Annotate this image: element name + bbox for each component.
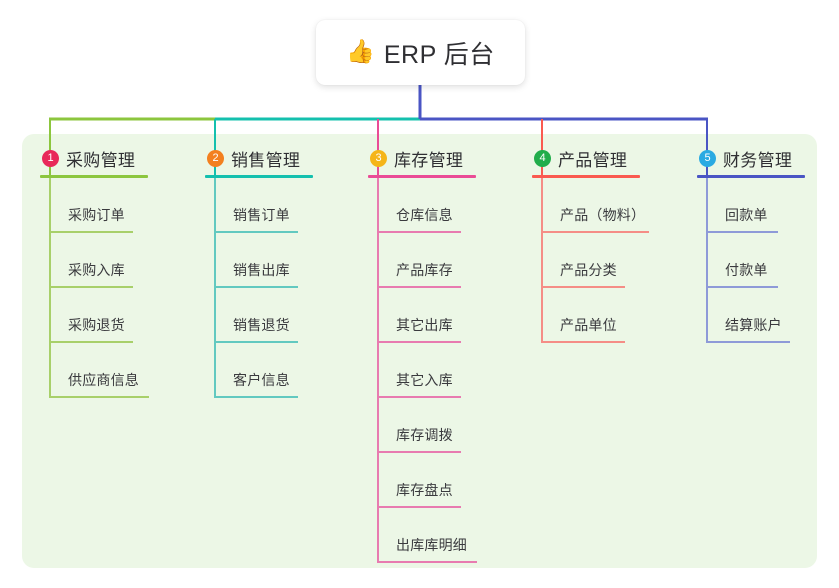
branch-title: 库存管理 bbox=[394, 150, 464, 170]
branch-item-stem bbox=[214, 178, 216, 233]
branch-header-1[interactable]: 1 采购管理 bbox=[40, 146, 135, 170]
branch-item-rule bbox=[706, 341, 790, 343]
branch-item-rule bbox=[377, 231, 461, 233]
branch-number-badge: 3 bbox=[370, 149, 387, 167]
branch-item-rule bbox=[541, 341, 625, 343]
branch-item-rule bbox=[214, 231, 298, 233]
branch-item-label: 采购退货 bbox=[68, 317, 125, 333]
branch-item-stem bbox=[706, 178, 708, 233]
branch-item-label: 销售出库 bbox=[233, 262, 290, 278]
branch-item-rule bbox=[541, 286, 625, 288]
root-node[interactable]: 👍 ERP 后台 bbox=[316, 20, 525, 85]
branch-header-rule bbox=[40, 175, 148, 178]
branch-number-badge: 5 bbox=[699, 149, 716, 167]
branch-item-stem bbox=[541, 233, 543, 288]
branch-item-label: 付款单 bbox=[725, 262, 768, 278]
branch-item-label: 销售退货 bbox=[233, 317, 290, 333]
branch-number-badge: 4 bbox=[534, 149, 551, 167]
branch-title: 产品管理 bbox=[558, 150, 628, 170]
branch-item-label: 产品库存 bbox=[396, 262, 453, 278]
branch-item-stem bbox=[541, 178, 543, 233]
branch-number-badge: 1 bbox=[42, 149, 59, 167]
branch-column-1: 1 采购管理采购订单采购入库采购退货供应商信息 bbox=[40, 146, 149, 398]
branch-item-stem bbox=[377, 508, 379, 563]
branch-item-rule bbox=[377, 561, 477, 563]
branch-item-rule bbox=[214, 341, 298, 343]
branch-item-label: 结算账户 bbox=[725, 317, 782, 333]
branch-item-label: 其它出库 bbox=[396, 317, 453, 333]
branch-title: 采购管理 bbox=[66, 150, 136, 170]
branch-header-rule bbox=[205, 175, 313, 178]
branch-item-rule bbox=[377, 451, 461, 453]
branch-item-rule bbox=[214, 396, 298, 398]
branch-header-5[interactable]: 5 财务管理 bbox=[697, 146, 792, 170]
branch-item-label: 供应商信息 bbox=[68, 372, 139, 388]
branch-item-stem bbox=[214, 343, 216, 398]
branch-item-stem bbox=[49, 343, 51, 398]
diagram-background-panel bbox=[22, 134, 817, 568]
branch-item-label: 仓库信息 bbox=[396, 207, 453, 223]
branch-item-rule bbox=[49, 341, 133, 343]
branch-item-label: 销售订单 bbox=[233, 207, 290, 223]
branch-item-stem bbox=[377, 398, 379, 453]
branch-item-rule bbox=[377, 396, 461, 398]
branch-column-3: 3 库存管理仓库信息产品库存其它出库其它入库库存调拨库存盘点出库库明细 bbox=[368, 146, 477, 563]
branch-item-stem bbox=[49, 178, 51, 233]
branch-item-label: 产品（物料） bbox=[560, 207, 646, 223]
root-node-label: ERP 后台 bbox=[383, 40, 495, 69]
branch-header-3[interactable]: 3 库存管理 bbox=[368, 146, 463, 170]
branch-item-stem bbox=[214, 288, 216, 343]
branch-item-label: 库存盘点 bbox=[396, 482, 453, 498]
branch-item-label: 回款单 bbox=[725, 207, 768, 223]
branch-item-rule bbox=[377, 286, 461, 288]
branch-item-label: 库存调拨 bbox=[396, 427, 453, 443]
branch-column-5: 5 财务管理回款单付款单结算账户 bbox=[697, 146, 805, 343]
branch-item-stem bbox=[49, 288, 51, 343]
branch-item-stem bbox=[377, 288, 379, 343]
thumbs-up-icon: 👍 bbox=[346, 39, 375, 65]
branch-item-stem bbox=[377, 453, 379, 508]
branch-item-stem bbox=[541, 288, 543, 343]
branch-item-label: 产品单位 bbox=[560, 317, 617, 333]
branch-header-rule bbox=[697, 175, 805, 178]
branch-item-stem bbox=[377, 178, 379, 233]
branch-header-rule bbox=[368, 175, 476, 178]
branch-item-stem bbox=[706, 233, 708, 288]
branch-item-rule bbox=[49, 231, 133, 233]
branch-item-rule bbox=[541, 231, 649, 233]
branch-item-rule bbox=[49, 286, 133, 288]
branch-item-label: 出库库明细 bbox=[396, 537, 467, 553]
branch-column-4: 4 产品管理产品（物料） 产品分类产品单位 bbox=[532, 146, 649, 343]
branch-header-2[interactable]: 2 销售管理 bbox=[205, 146, 300, 170]
branch-item-stem bbox=[706, 288, 708, 343]
branch-title: 财务管理 bbox=[723, 150, 793, 170]
branch-item-rule bbox=[706, 286, 778, 288]
branch-item-stem bbox=[377, 233, 379, 288]
branch-item-rule bbox=[214, 286, 298, 288]
branch-item-rule bbox=[706, 231, 778, 233]
branch-header-4[interactable]: 4 产品管理 bbox=[532, 146, 627, 170]
branch-item-label: 其它入库 bbox=[396, 372, 453, 388]
branch-item-label: 客户信息 bbox=[233, 372, 290, 388]
branch-item-rule bbox=[377, 341, 461, 343]
root-node-content: 👍 ERP 后台 bbox=[346, 35, 495, 71]
branch-column-2: 2 销售管理销售订单销售出库销售退货客户信息 bbox=[205, 146, 313, 398]
branch-number-badge: 2 bbox=[207, 149, 224, 167]
branch-item-rule bbox=[49, 396, 149, 398]
branch-item-stem bbox=[49, 233, 51, 288]
branch-item-rule bbox=[377, 506, 461, 508]
branch-item-label: 采购入库 bbox=[68, 262, 125, 278]
branch-header-rule bbox=[532, 175, 640, 178]
branch-item-label: 采购订单 bbox=[68, 207, 125, 223]
branch-item-stem bbox=[214, 233, 216, 288]
branch-item-stem bbox=[377, 343, 379, 398]
branch-item-label: 产品分类 bbox=[560, 262, 617, 278]
branch-title: 销售管理 bbox=[231, 150, 301, 170]
